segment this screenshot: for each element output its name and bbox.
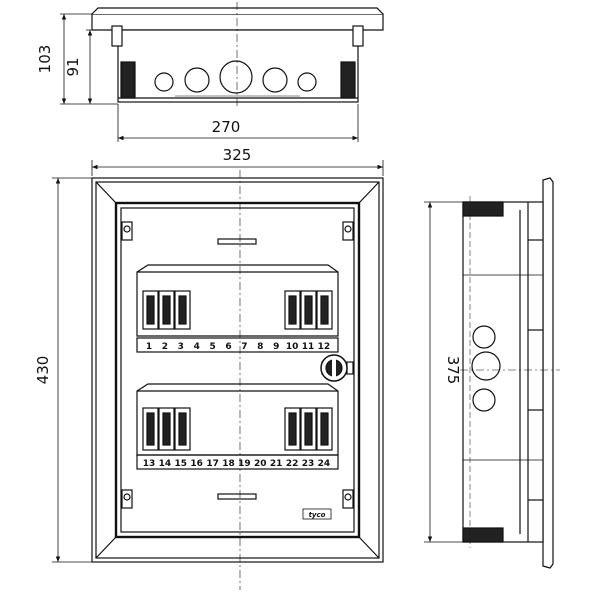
side-knockout-hole (472, 325, 496, 349)
module-number: 22 (286, 459, 299, 469)
module-number: 17 (206, 459, 219, 469)
bottom-slot (217, 493, 257, 500)
left-clip (111, 25, 123, 47)
module-number: 13 (143, 459, 156, 469)
dim-label-front-width: 325 (223, 146, 252, 164)
corner-screw (121, 489, 133, 509)
side-knockout-hole (471, 351, 501, 381)
module-number: 7 (241, 342, 247, 352)
din-rail-row-2 (136, 383, 339, 456)
din-rail-row-1 (136, 264, 339, 337)
svg-text:tyco: tyco (309, 511, 326, 519)
module-number: 5 (209, 342, 215, 352)
dimension-top-height-outer (60, 13, 118, 105)
module-number: 2 (162, 342, 168, 352)
dimension-top-height-inner (86, 29, 112, 104)
module-number: 19 (238, 459, 251, 469)
knockout-hole (297, 72, 317, 92)
module-number: 14 (159, 459, 172, 469)
top-slot (217, 238, 257, 245)
right-clip (352, 25, 364, 47)
dimension-top-width (117, 104, 359, 142)
module-number: 4 (194, 342, 200, 352)
knockout-hole (154, 72, 174, 92)
module-number: 10 (286, 342, 299, 352)
module-number: 16 (190, 459, 203, 469)
brand-logo: tyco (302, 508, 332, 520)
top-view (91, 7, 384, 103)
dim-label-top-width: 270 (212, 118, 241, 136)
module-number: 18 (222, 459, 235, 469)
corner-screw (121, 221, 133, 241)
side-view (462, 177, 554, 569)
module-number: 12 (318, 342, 331, 352)
dim-label-top-height-inner: 91 (64, 57, 82, 76)
module-number: 23 (302, 459, 315, 469)
module-number: 15 (175, 459, 188, 469)
module-number: 6 (225, 342, 231, 352)
dim-label-front-height: 430 (34, 356, 52, 385)
module-number: 20 (254, 459, 267, 469)
module-number: 11 (302, 342, 315, 352)
corner-screw (342, 489, 354, 509)
module-number: 9 (273, 342, 279, 352)
knockout-hole (262, 67, 288, 93)
module-number: 1 (146, 342, 152, 352)
module-number: 3 (178, 342, 184, 352)
module-number: 21 (270, 459, 283, 469)
dimension-front-width (91, 160, 384, 176)
knockout-hole (184, 67, 210, 93)
dim-label-top-height-outer: 103 (36, 45, 54, 74)
module-number: 8 (257, 342, 263, 352)
module-number: 24 (318, 459, 331, 469)
knockout-hole (219, 60, 253, 94)
front-view (91, 177, 384, 563)
dim-label-side-height: 375 (444, 356, 462, 385)
dimension-side-height (424, 201, 463, 543)
door-lock (320, 354, 354, 382)
dimension-front-height (52, 177, 92, 563)
side-knockout-hole (472, 388, 496, 412)
corner-screw (342, 221, 354, 241)
